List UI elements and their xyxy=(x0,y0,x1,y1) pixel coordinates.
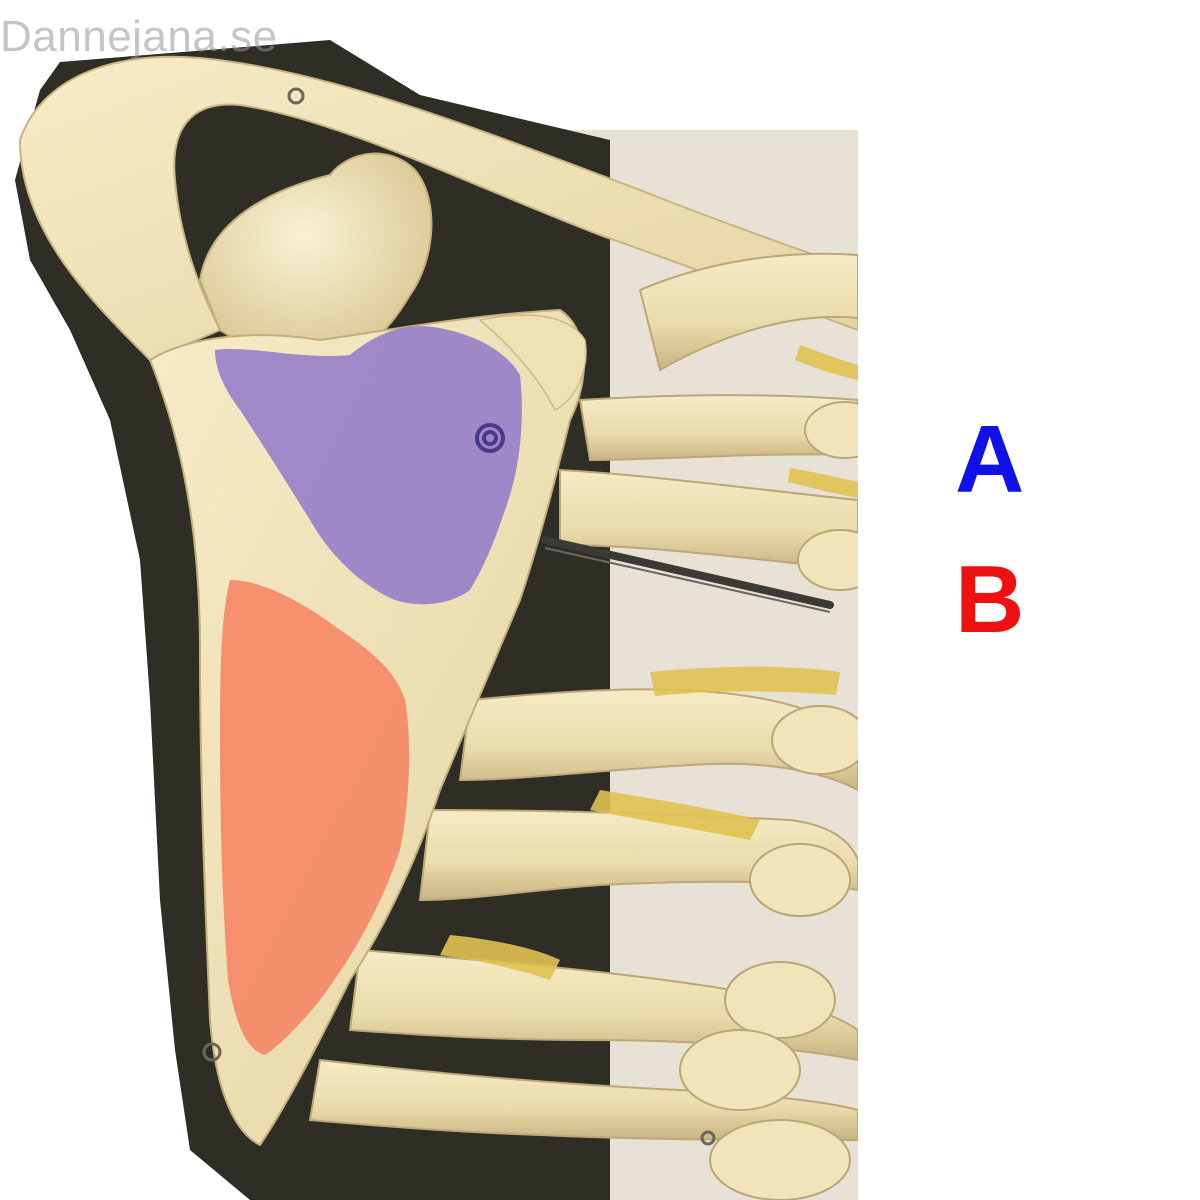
watermark: Dannejana.se xyxy=(0,12,278,61)
costal-cartilage xyxy=(440,345,858,980)
screw-icon xyxy=(202,87,716,1146)
highlight-region-a xyxy=(215,326,522,605)
clavicle xyxy=(18,55,858,362)
skeleton-photo xyxy=(15,40,858,1200)
label-b: B xyxy=(955,546,1025,653)
vertebral-column xyxy=(679,401,858,1200)
label-a: A xyxy=(955,406,1025,513)
screw-icon xyxy=(475,423,505,453)
highlight-region-b xyxy=(220,580,410,1055)
metal-rod xyxy=(541,536,834,609)
ribs xyxy=(308,252,858,1141)
